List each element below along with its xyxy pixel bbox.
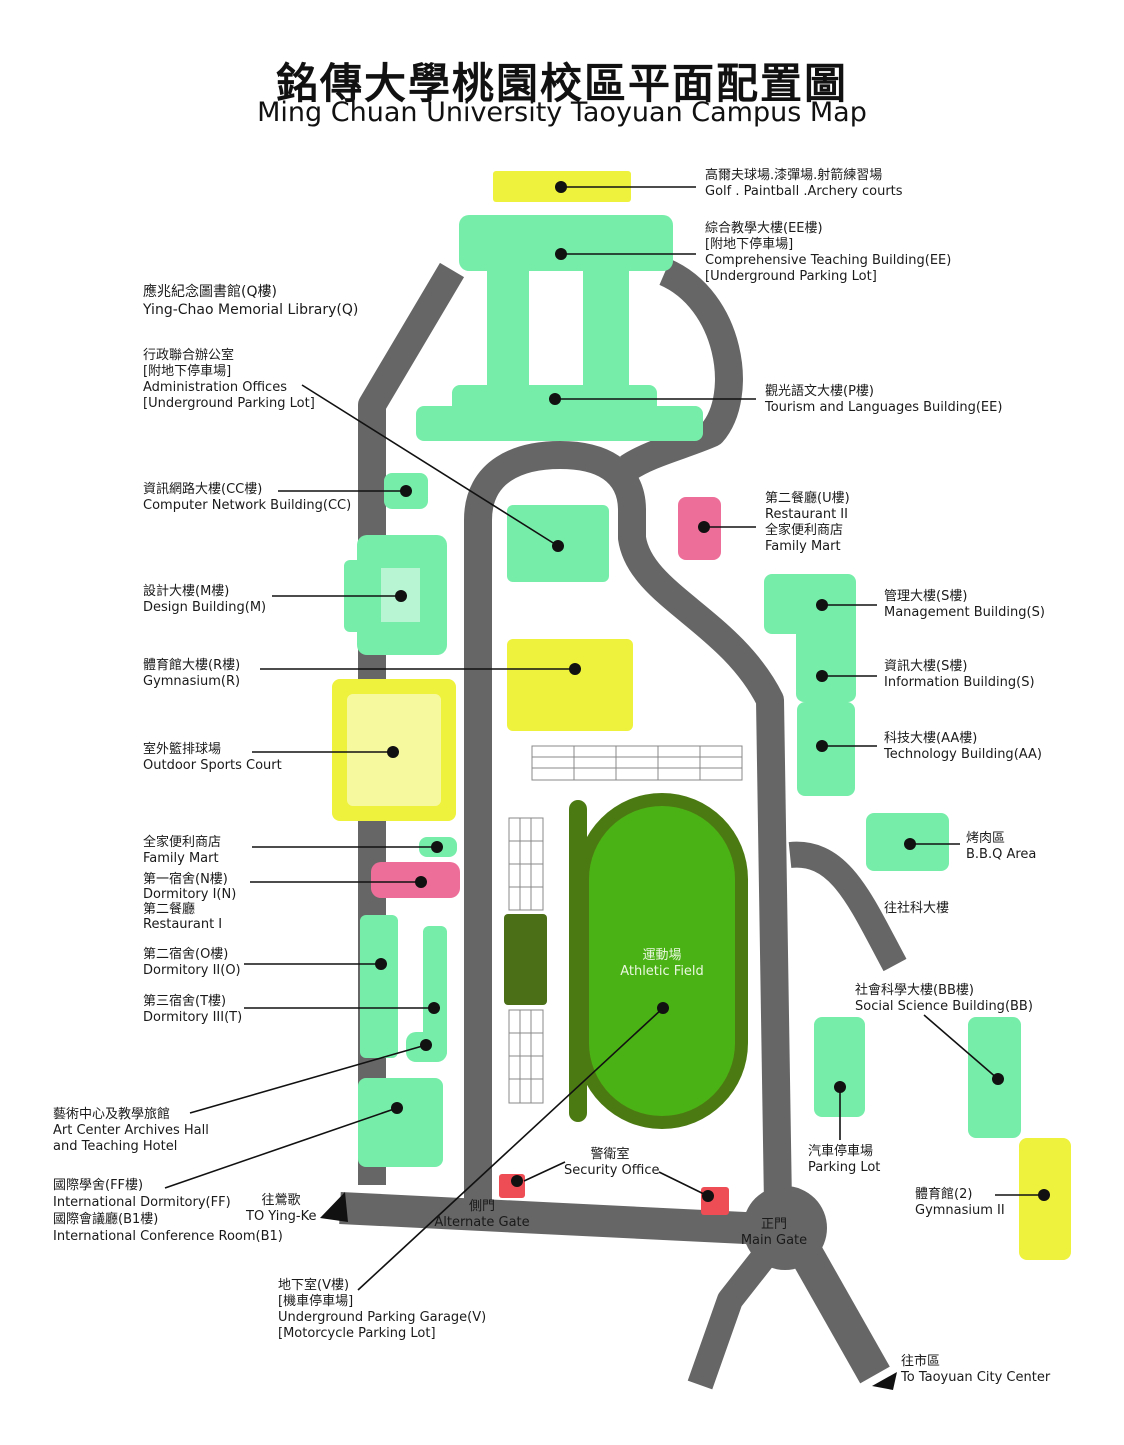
main-gate-roundabout <box>743 1186 827 1270</box>
dormitory-t[interactable] <box>423 926 447 1058</box>
ee-building-right-column[interactable] <box>583 260 629 395</box>
road-south <box>339 1192 786 1246</box>
label-tourism: 觀光語文大樓(P樓)Tourism and Languages Building… <box>765 384 1003 415</box>
label-ee-building: 綜合教學大樓(EE樓)[附地下停車場] Comprehensive Teachi… <box>705 221 952 284</box>
dot-marker-icon <box>375 958 387 970</box>
label-information: 資訊大樓(S樓)Information Building(S) <box>884 659 1035 690</box>
dot-marker-icon <box>552 540 564 552</box>
label-underground-garage: 地下室(V樓)[機車停車場] Underground Parking Garag… <box>278 1278 487 1341</box>
dot-marker-icon <box>400 485 412 497</box>
grandstand-west-upper <box>508 817 544 911</box>
management-building[interactable] <box>764 574 856 634</box>
road-inner-arch <box>464 441 792 1206</box>
exit-arrow-icon <box>872 1372 897 1390</box>
road-east-loop <box>620 259 743 480</box>
dot-markers <box>375 181 1050 1202</box>
label-social-science: 社會科學大樓(BB樓)Social Science Building(BB) <box>855 983 1033 1014</box>
dot-marker-icon <box>395 590 407 602</box>
gymnasium-r[interactable] <box>507 639 633 731</box>
dot-marker-icon <box>415 876 427 888</box>
ee-building-top[interactable] <box>459 215 673 271</box>
dot-marker-icon <box>904 838 916 850</box>
dot-marker-icon <box>816 599 828 611</box>
dot-marker-icon <box>428 1002 440 1014</box>
dot-marker-icon <box>702 1190 714 1202</box>
dot-marker-icon <box>555 181 567 193</box>
label-design: 設計大樓(M樓)Design Building(M) <box>143 584 267 615</box>
ee-building-left-column[interactable] <box>487 260 529 395</box>
exit-arrow-icon <box>320 1192 348 1222</box>
dot-marker-icon <box>816 740 828 752</box>
label-management: 管理大樓(S樓)Management Building(S) <box>884 589 1045 620</box>
parking-lot[interactable] <box>814 1017 865 1117</box>
dot-marker-icon <box>569 663 581 675</box>
tourism-building-lower[interactable] <box>416 406 703 441</box>
athletic-field-turf[interactable] <box>589 806 735 1116</box>
label-international: 國際學舍(FF樓)International Dormitory(FF) 國際會… <box>53 1178 283 1244</box>
dot-marker-icon <box>549 393 561 405</box>
dot-marker-icon <box>555 248 567 260</box>
label-admin: 行政聯合辦公室[附地下停車場] Administration Offices[U… <box>143 348 315 411</box>
dot-marker-icon <box>657 1002 669 1014</box>
label-dormitory-o: 第二宿舍(O樓)Dormitory II(O) <box>143 947 241 978</box>
west-stand-roof <box>504 914 547 1005</box>
label-library: 應兆紀念圖書館(Q樓)Ying-Chao Memorial Library(Q) <box>143 284 359 318</box>
dot-marker-icon <box>511 1175 523 1187</box>
leader-lines <box>164 186 1044 1291</box>
label-gymnasium-r: 體育館大樓(R樓)Gymnasium(R) <box>143 658 241 689</box>
dormitory-o[interactable] <box>360 915 398 1058</box>
grandstand-west-lower <box>508 1009 544 1104</box>
dot-marker-icon <box>698 521 710 533</box>
label-gymnasium-ii: 體育館(2)Gymnasium II <box>915 1187 1005 1218</box>
dot-marker-icon <box>816 670 828 682</box>
dot-marker-icon <box>391 1102 403 1114</box>
art-center[interactable] <box>358 1078 443 1167</box>
road-social-branch <box>788 841 907 972</box>
dot-marker-icon <box>834 1081 846 1093</box>
label-to-social-science: 往社科大樓 <box>884 901 950 916</box>
map-title-chinese: 銘傳大學桃園校區平面配置圖 <box>275 59 848 108</box>
dot-marker-icon <box>992 1073 1004 1085</box>
information-building[interactable] <box>796 620 856 702</box>
label-technology: 科技大樓(AA樓)Technology Building(AA) <box>884 731 1042 762</box>
dot-marker-icon <box>431 841 443 853</box>
dot-marker-icon <box>1038 1189 1050 1201</box>
label-cc-building: 資訊網路大樓(CC樓)Computer Network Building(CC) <box>143 482 352 513</box>
map-title-english: Ming Chuan University Taoyuan Campus Map <box>257 97 867 128</box>
grandstand-north <box>531 745 743 781</box>
dot-marker-icon <box>420 1039 432 1051</box>
dot-marker-icon <box>387 746 399 758</box>
label-dormitory-t: 第三宿舍(T樓)Dormitory III(T) <box>143 994 243 1025</box>
